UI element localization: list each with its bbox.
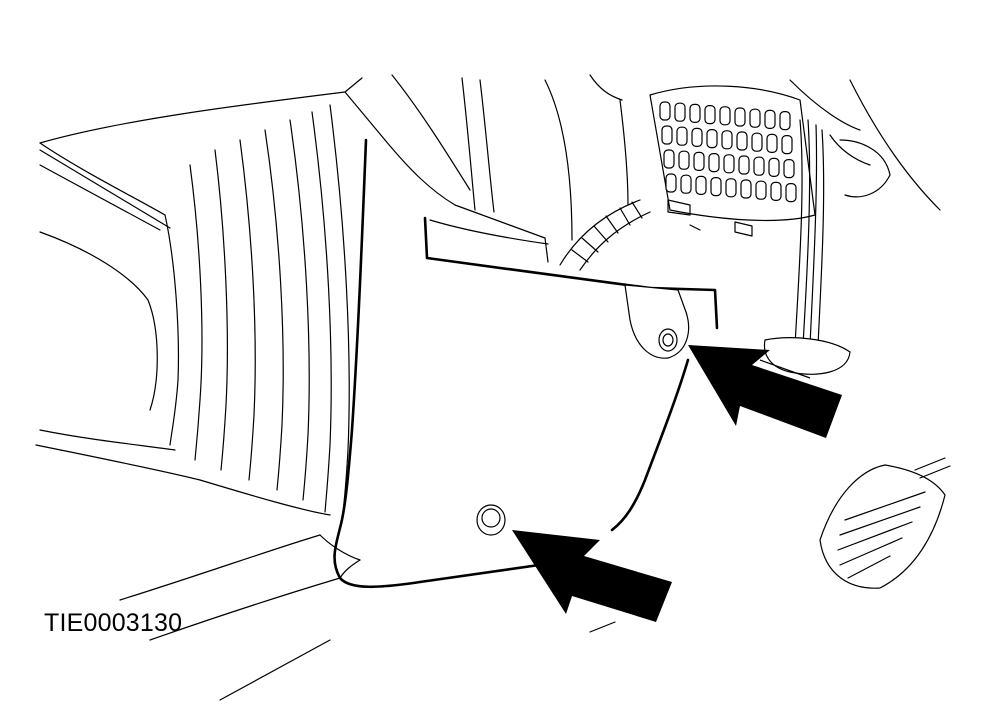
fuse-slot: [706, 129, 718, 149]
fuse-slot: [674, 102, 686, 122]
fuse-slot: [779, 110, 791, 131]
fuse-slot: [783, 159, 795, 179]
fuse-slot: [719, 106, 731, 126]
upper-fastener-hole: [658, 328, 678, 352]
figure-id-label: TIE0003130: [44, 609, 183, 637]
fuse-slot: [781, 135, 793, 155]
fuse-slot: [785, 183, 797, 203]
fuse-slot: [721, 130, 733, 150]
wiring-harness: [559, 199, 651, 271]
fuse-slot: [766, 133, 778, 153]
fuse-slot: [749, 108, 761, 128]
fuse-slot: [738, 155, 750, 175]
lower-fastener: [476, 504, 506, 536]
fuse-slot: [723, 154, 735, 174]
fuse-slot: [689, 103, 701, 124]
fuse-slot: [753, 156, 765, 176]
fuse-slot: [665, 173, 677, 193]
fuse-slot: [768, 157, 780, 177]
fuse-slot: [764, 109, 776, 130]
upper-arrow-icon: [688, 345, 842, 438]
fuse-slot: [693, 151, 705, 171]
fuse-slot: [695, 175, 707, 195]
fuse-slot: [678, 150, 690, 170]
fuse-slot: [740, 179, 752, 199]
lower-arrow-icon: [512, 530, 672, 622]
connector-wires: [763, 79, 941, 375]
trim-panel: [333, 138, 719, 589]
fuse-box: [649, 85, 816, 237]
fuse-slot: [725, 178, 737, 198]
fuse-slot: [676, 126, 688, 146]
fuse-slot: [755, 180, 767, 200]
sill-panel: [119, 534, 616, 701]
fuse-slot: [661, 125, 673, 145]
fuse-slot: [704, 104, 716, 125]
door-pillar-trim: [35, 77, 386, 521]
pedal: [819, 457, 951, 589]
fuse-slot: [659, 101, 671, 121]
fuse-slot: [680, 174, 692, 194]
fuse-slot: [734, 107, 746, 127]
fuse-slot: [708, 153, 720, 173]
bracket: [624, 284, 690, 359]
fuse-slot: [691, 127, 703, 147]
fuse-slot: [770, 181, 782, 201]
fuse-slot: [710, 177, 722, 197]
dash-structure: [391, 74, 701, 241]
fuse-slot: [736, 131, 748, 151]
fuse-slot: [751, 132, 763, 152]
fuse-slot: [663, 149, 675, 169]
